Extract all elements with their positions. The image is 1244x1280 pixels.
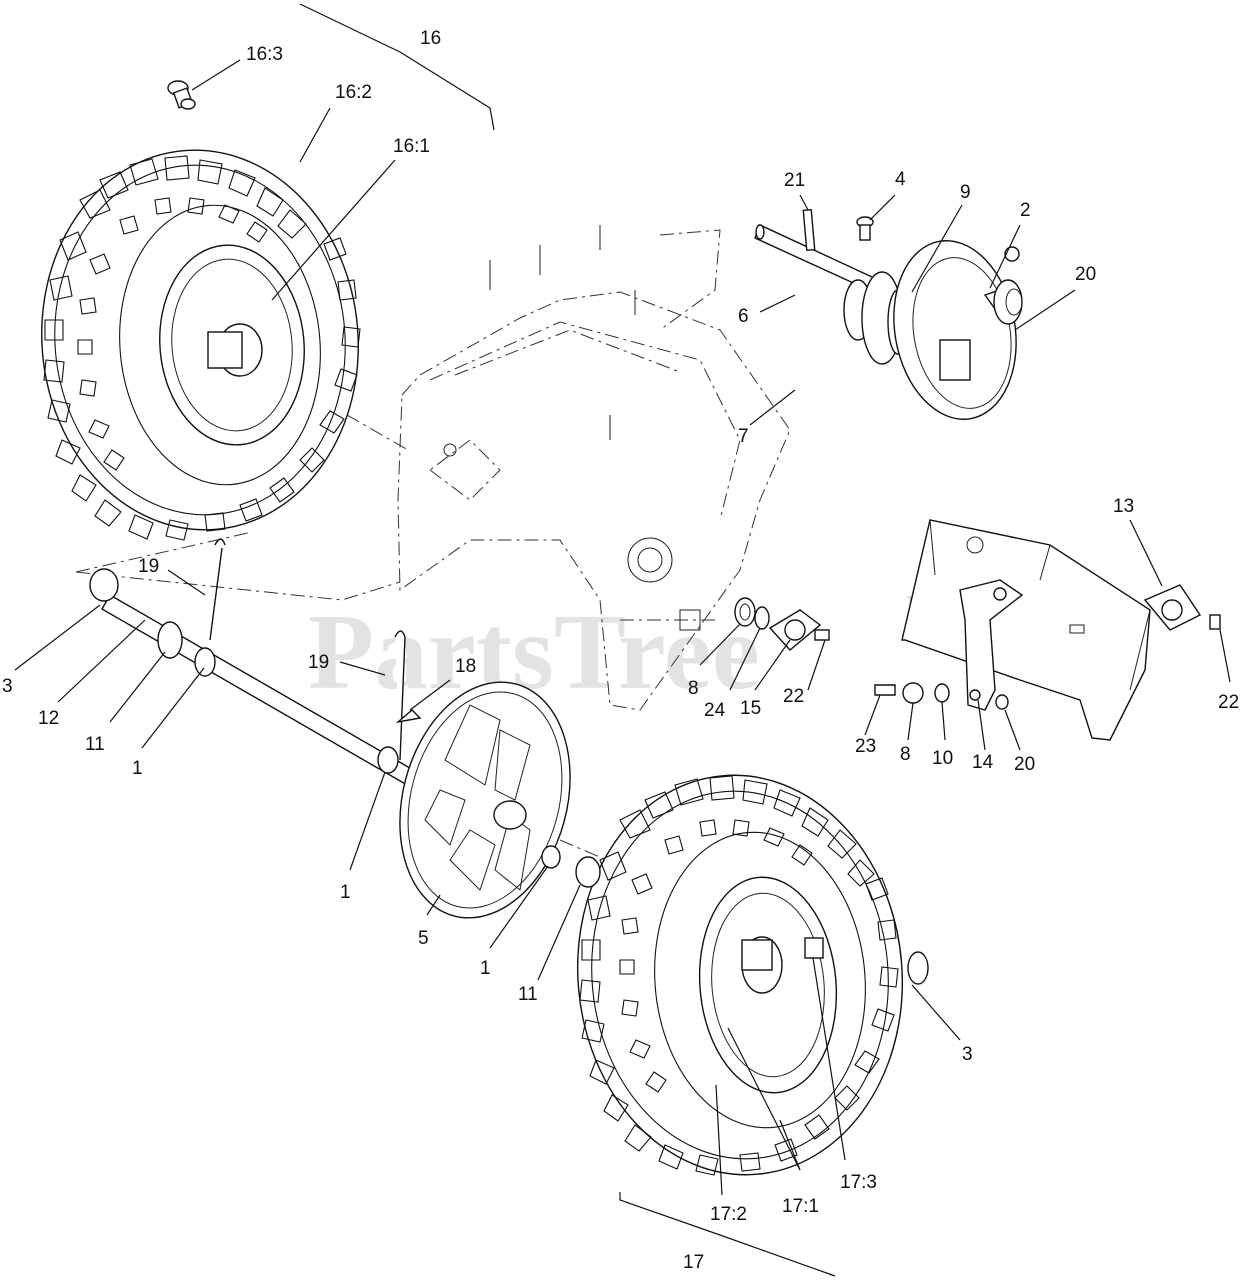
bolt-16-3 [167,80,196,110]
callout-10: 10 [932,748,953,769]
callout-19-left: 19 [138,556,159,577]
callout-19-mid: 19 [308,652,329,673]
callout-1-gear: 1 [340,882,351,903]
callout-3-right: 3 [962,1044,973,1065]
callout-23: 23 [855,736,876,757]
callout-5: 5 [418,928,429,949]
callout-20-top: 20 [1075,264,1096,285]
callout-15: 15 [740,698,761,719]
callout-16-2: 16:2 [335,82,372,103]
tire-right-17 [576,774,904,1176]
callout-6: 6 [738,306,749,327]
callout-7: 7 [738,426,749,447]
callout-20-bottom: 20 [1014,754,1035,775]
callout-16-1: 16:1 [393,136,430,157]
callout-1-washer: 1 [480,958,491,979]
bearing-flange-parts [734,597,830,651]
callout-1-left: 1 [132,758,143,779]
callout-11-left: 11 [85,734,105,755]
callout-3-left: 3 [2,676,13,697]
callout-17-3: 17:3 [840,1172,877,1193]
tire-left-16 [41,149,361,541]
callout-13: 13 [1113,496,1134,517]
callout-17: 17 [683,1252,704,1273]
callout-17-2: 17:2 [710,1204,747,1225]
callout-14: 14 [972,752,994,773]
side-plate-assembly [874,519,1221,741]
shaft-assembly [754,208,1023,420]
callout-24: 24 [704,700,726,721]
callout-21: 21 [784,170,805,191]
callout-22-right: 22 [1218,692,1239,713]
callout-17-1: 17:1 [782,1196,819,1217]
callout-8-right: 8 [900,744,911,765]
callout-11-right: 11 [518,984,538,1005]
callout-9: 9 [960,182,971,203]
callout-12: 12 [38,708,59,729]
leader-lines [14,3,1231,1277]
callout-2: 2 [1020,200,1031,221]
callout-16-3: 16:3 [246,44,283,65]
hairpin-clip-right [907,951,929,985]
callout-labels: 16 16:3 16:2 16:1 21 4 9 2 20 6 7 13 22 … [2,28,1239,1273]
callout-18: 18 [455,656,476,677]
callout-16: 16 [420,28,441,49]
axle-gear-assembly [89,538,601,919]
callout-8-mid: 8 [688,678,699,699]
callout-22-mid: 22 [783,686,804,707]
callout-4: 4 [895,169,906,190]
